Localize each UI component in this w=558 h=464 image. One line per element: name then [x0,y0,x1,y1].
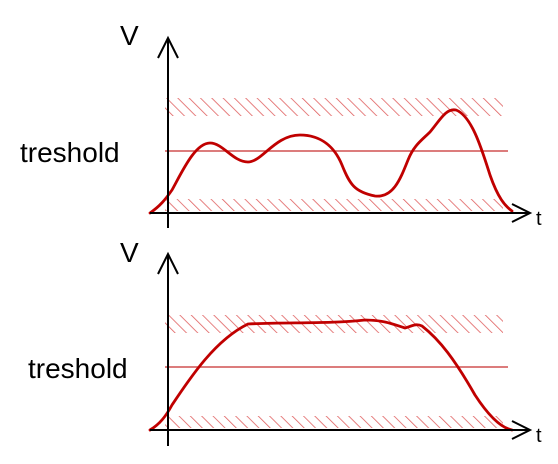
bottom-x-axis-label: t [536,425,542,447]
top-lower-hatch-band [165,199,503,211]
bottom-signal-curve [148,318,514,432]
bottom-y-axis-label: V [120,237,139,268]
bottom-y-axis-arrowhead [157,251,179,275]
bottom-lower-hatch-band [165,416,503,428]
top-threshold-label: treshold [20,137,120,168]
bottom-upper-hatch-band [165,315,503,333]
bottom-x-axis-arrowhead [511,420,533,440]
top-x-axis-arrowhead [511,203,533,223]
top-panel: V t treshold [20,20,542,230]
bottom-threshold-label: treshold [28,353,128,384]
top-upper-hatch-band [165,98,503,116]
top-y-axis-arrowhead [157,35,179,59]
bottom-panel: V t treshold [28,237,542,447]
top-signal-curve [148,108,514,215]
top-y-axis-label: V [120,20,139,51]
top-x-axis-label: t [536,208,542,230]
